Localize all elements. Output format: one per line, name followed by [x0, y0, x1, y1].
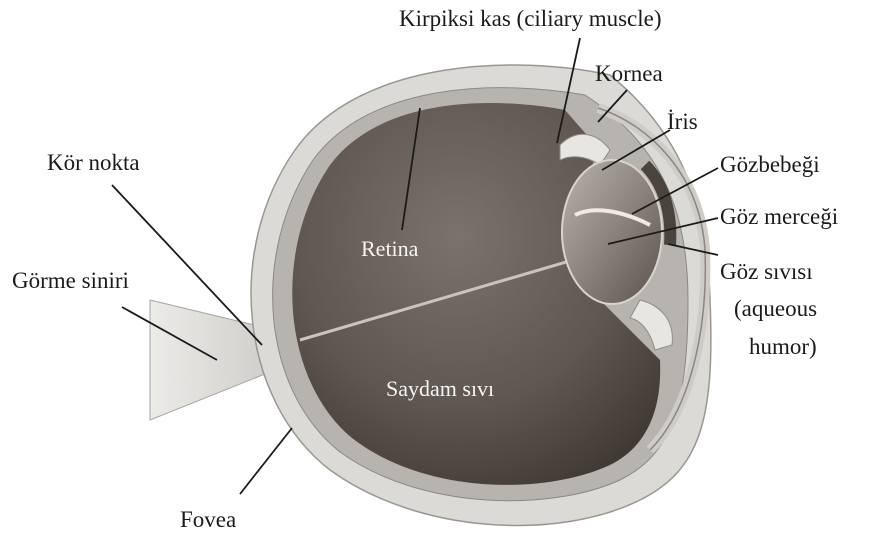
label-lens: Göz merceği	[720, 205, 838, 228]
label-cornea: Kornea	[595, 62, 663, 85]
label-vitreous: Saydam sıvı	[386, 378, 494, 400]
label-optic-nerve: Görme siniri	[12, 269, 129, 292]
label-aqueous-line2: (aqueous	[734, 297, 817, 320]
label-iris: İris	[667, 110, 698, 133]
label-aqueous-line3: humor)	[749, 335, 817, 358]
label-blind-spot: Kör nokta	[47, 151, 140, 174]
label-retina: Retina	[361, 238, 418, 260]
label-aqueous-line1: Göz sıvısı	[720, 260, 813, 283]
label-fovea: Fovea	[180, 508, 236, 531]
label-pupil: Gözbebeği	[720, 153, 820, 176]
leader-fovea	[240, 428, 292, 494]
label-ciliary-muscle: Kirpiksi kas (ciliary muscle)	[399, 7, 662, 30]
lens	[562, 160, 662, 304]
